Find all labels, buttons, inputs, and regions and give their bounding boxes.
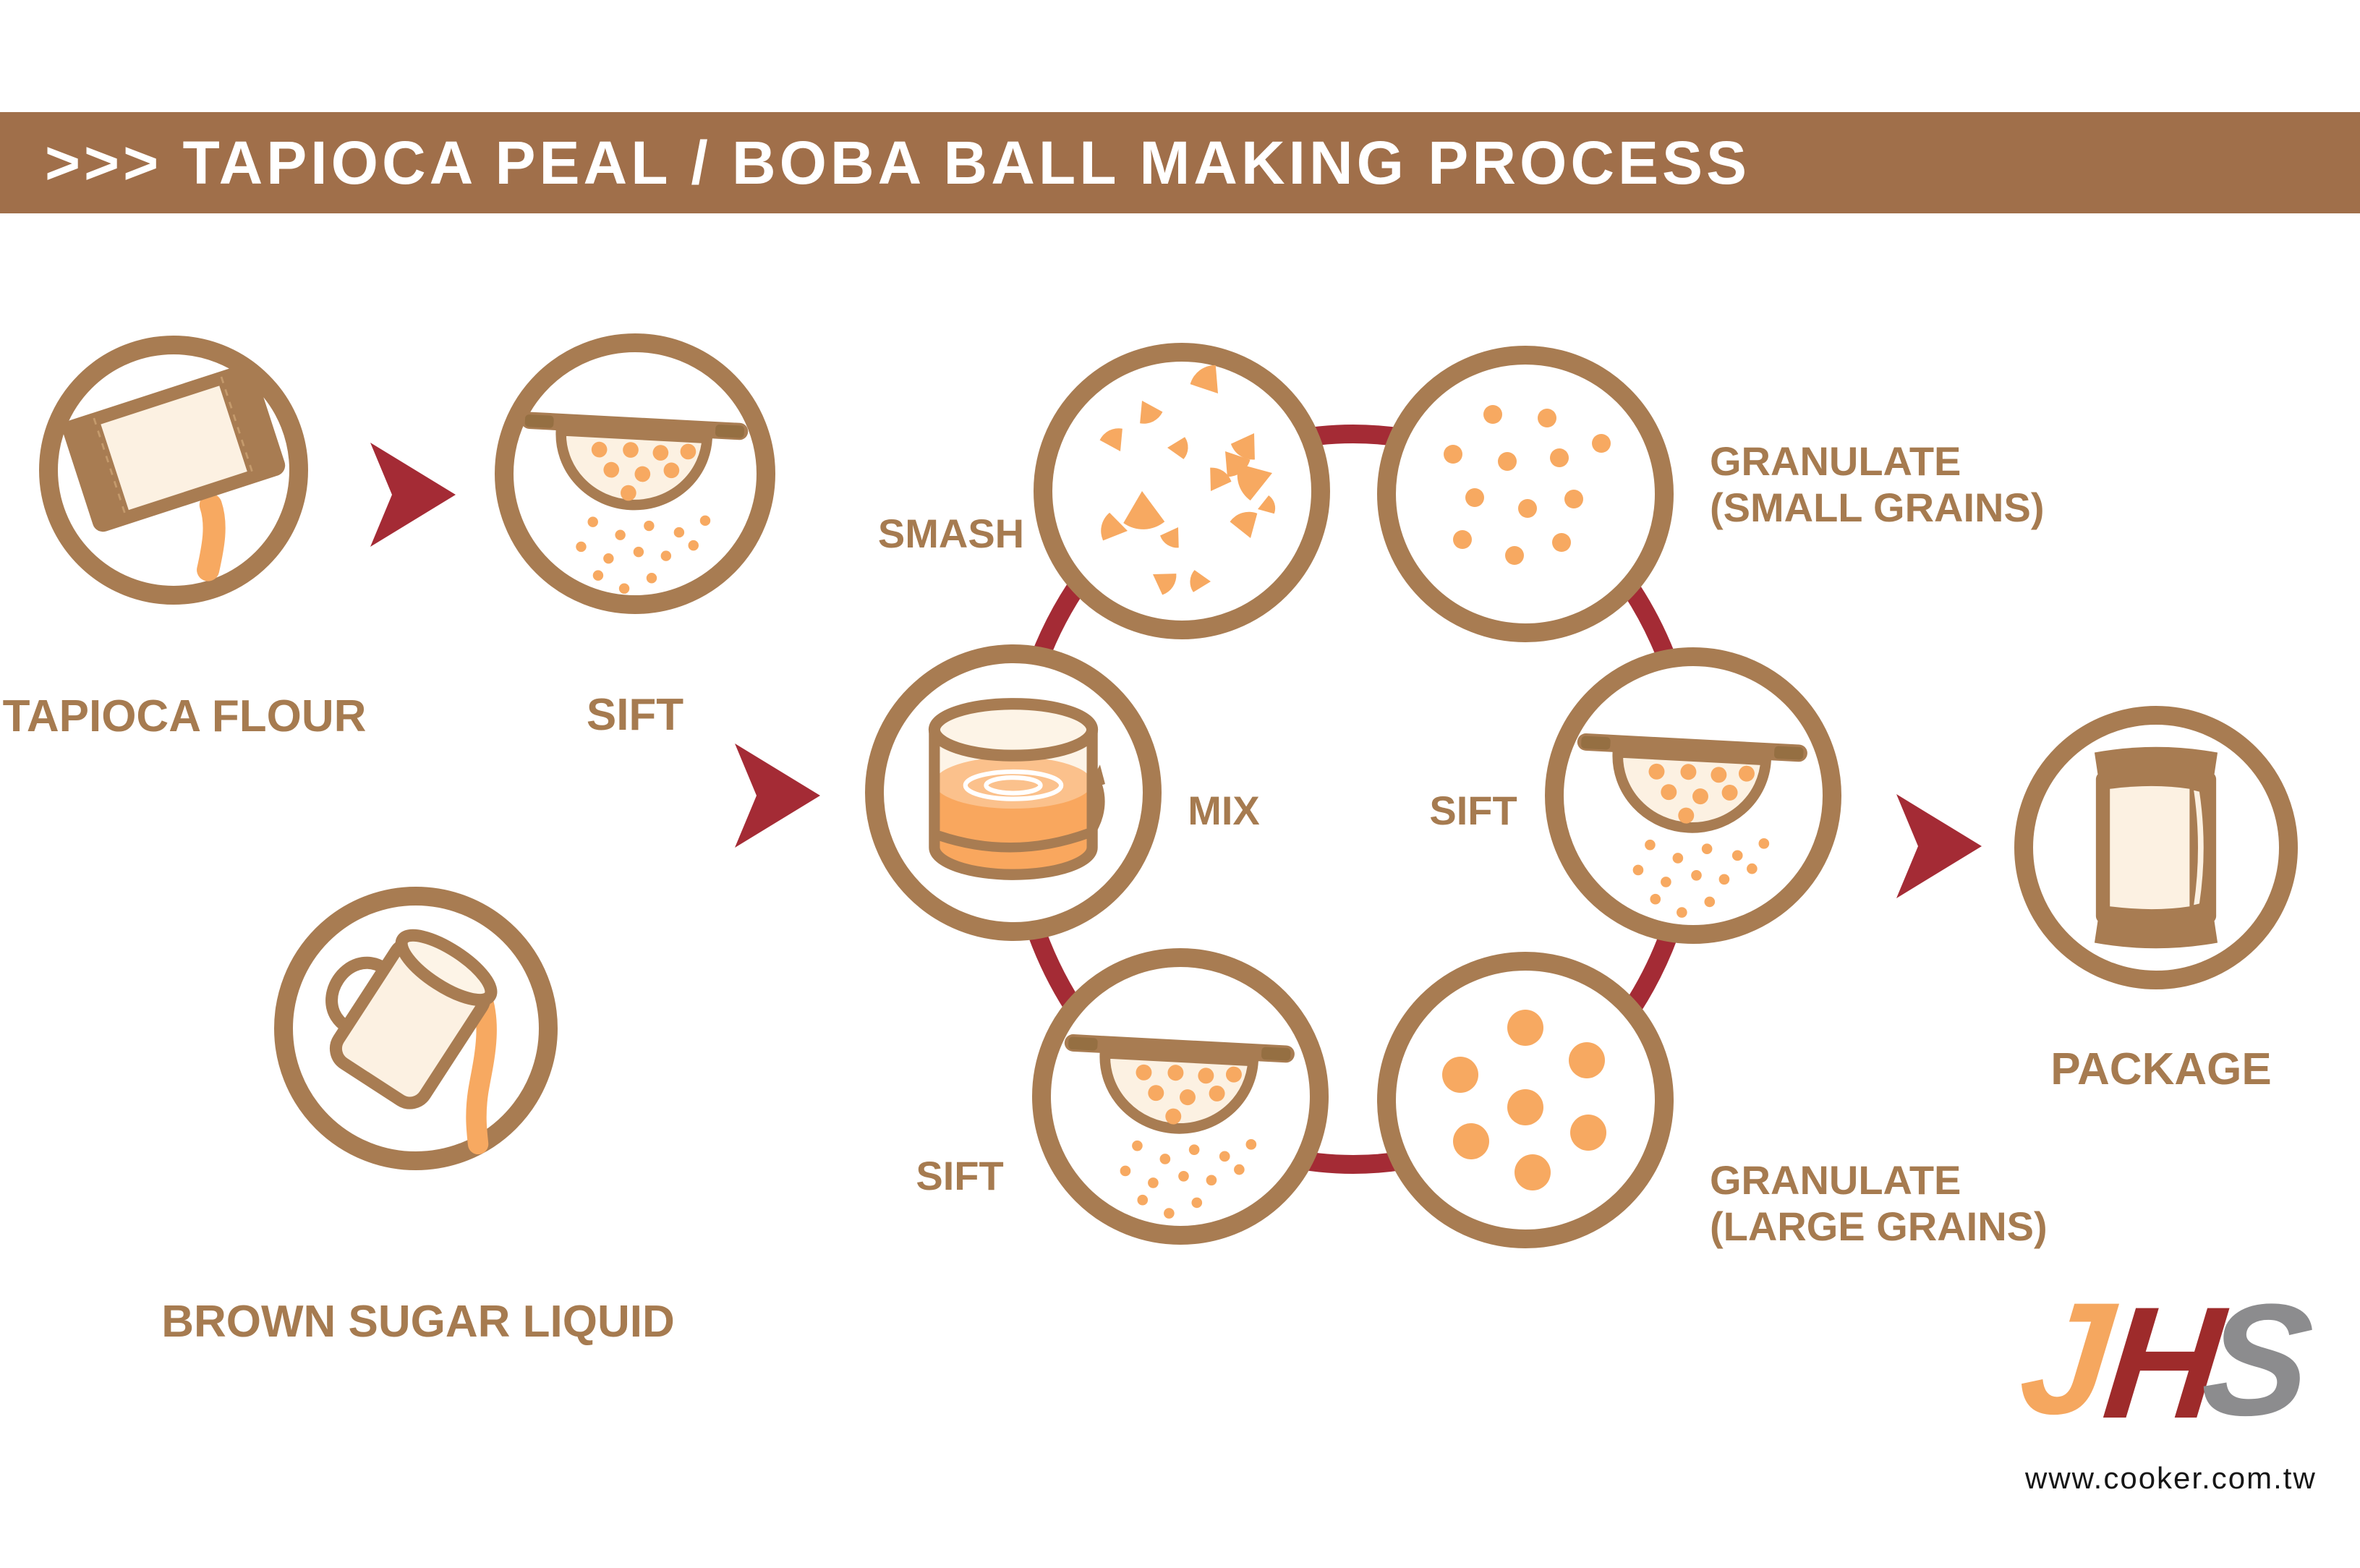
granulate-large-line1: GRANULATE: [1710, 1157, 1961, 1203]
label-mix: MIX: [1188, 788, 1260, 833]
node-sift-right: [1545, 647, 1841, 944]
arrow-right-icon: [1896, 794, 1982, 898]
arrow-right-icon: [735, 743, 820, 848]
granulate-large-line2: (LARGE GRAINS): [1710, 1203, 2048, 1249]
liquid-stream: [466, 984, 497, 1155]
node-sift-1: [495, 333, 775, 614]
pitcher-pouring-icon: [325, 929, 498, 1155]
label-sift-bottom: SIFT: [916, 1153, 1004, 1198]
node-brown-sugar-liquid: [274, 887, 558, 1170]
jhs-logo: J H S: [2013, 1269, 2320, 1461]
label-sift-right: SIFT: [1429, 788, 1517, 833]
label-sift-1: SIFT: [586, 690, 684, 740]
label-smash: SMASH: [877, 511, 1025, 556]
smashed-fragments-icon: [1099, 365, 1276, 595]
node-tapioca-flour: [39, 336, 308, 605]
node-sift-bottom: [1032, 948, 1329, 1245]
label-granulate-large: GRANULATE (LARGE GRAINS): [1710, 1157, 2048, 1250]
large-grains-icon: [1442, 1010, 1606, 1190]
title-banner: >>> TAPIOCA PEAL / BOBA BALL MAKING PROC…: [0, 112, 2360, 213]
node-mix: [865, 644, 1162, 941]
granulate-small-line2: (SMALL GRAINS): [1710, 485, 2045, 530]
sieve-icon: [521, 412, 749, 594]
label-tapioca-flour: TAPIOCA FLOUR: [2, 691, 367, 741]
sieve-icon: [1577, 733, 1807, 918]
label-granulate-small: GRANULATE (SMALL GRAINS): [1710, 438, 2045, 531]
mixing-cup-icon: [928, 698, 1106, 880]
granulate-small-line1: GRANULATE: [1710, 438, 1961, 484]
small-grains-icon: [1444, 405, 1611, 565]
logo-letter-s: S: [2195, 1271, 2320, 1449]
flour-bag-pouring-icon: [62, 364, 286, 581]
flour-stream: [197, 493, 226, 581]
node-granulate-large: [1377, 952, 1674, 1248]
label-brown-sugar-liquid: BROWN SUGAR LIQUID: [161, 1297, 675, 1347]
arrow-right-icon: [370, 443, 456, 547]
node-smash: [1034, 343, 1330, 639]
page-title: >>> TAPIOCA PEAL / BOBA BALL MAKING PROC…: [45, 129, 1751, 197]
package-bag-icon: [2094, 746, 2218, 949]
node-granulate-small: [1377, 346, 1674, 642]
node-package: [2014, 706, 2298, 989]
sieve-icon: [1064, 1034, 1295, 1219]
label-package: PACKAGE: [2050, 1044, 2272, 1094]
website-url: www.cooker.com.tw: [2025, 1461, 2317, 1495]
